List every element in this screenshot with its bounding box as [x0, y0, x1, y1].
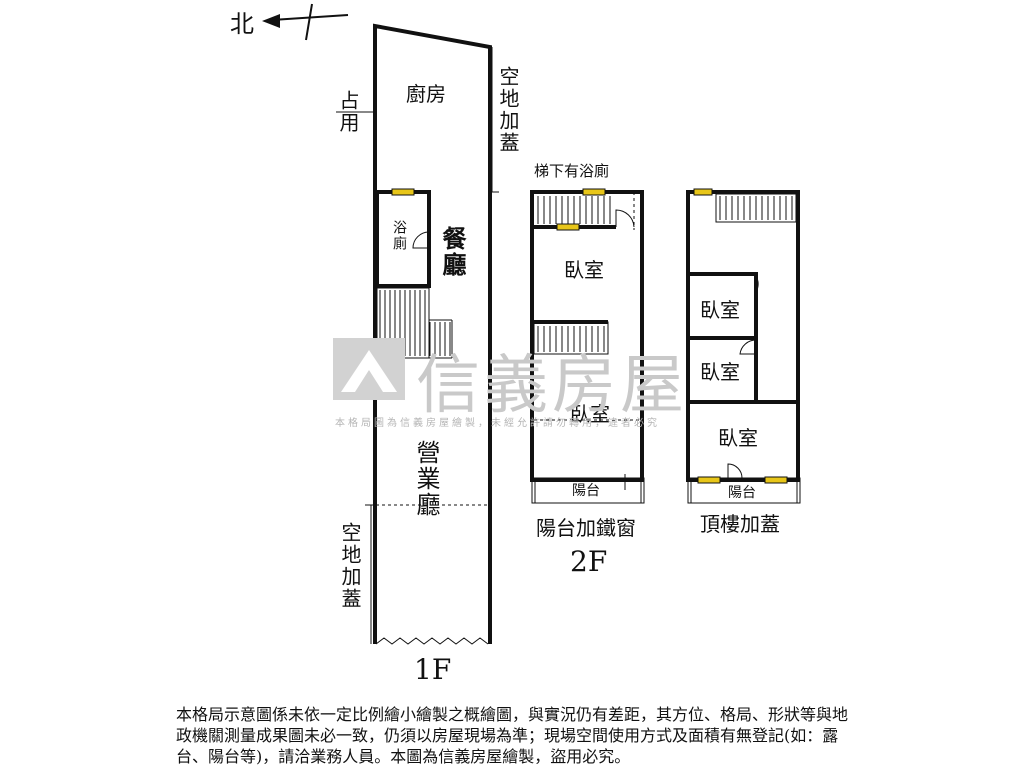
roof-stairs [719, 196, 793, 220]
floor2-balcony-label: 陽台 [572, 483, 600, 499]
bath-under-stairs-label: 梯下有浴廁 [534, 162, 610, 180]
open-space-addition-top-label: 空地加蓋 [496, 66, 520, 154]
floor1-label: 1F [414, 653, 452, 686]
occupied-label: 占用 [336, 90, 360, 134]
dining-label: 餐廳 [438, 226, 467, 278]
balcony-iron-window-label: 陽台加鐵窗 [536, 516, 636, 540]
floor1-window [391, 188, 415, 196]
rooftop-addition-label: 頂樓加蓋 [700, 512, 780, 536]
disclaimer-text: 本格局示意圖係未依一定比例繪小繪製之概繪圖，與實況仍有差距，其方位、格局、形狀等… [176, 705, 849, 766]
open-space-addition-bottom-label: 空地加蓋 [338, 522, 362, 610]
watermark-logo-icon [333, 338, 405, 400]
floor2-label: 2F [570, 545, 608, 578]
kitchen-label: 廚房 [406, 82, 446, 106]
floor2-stairs [537, 196, 611, 352]
bathroom-label: 浴廁 [391, 220, 407, 252]
north-arrow-icon [262, 3, 349, 41]
roof-bedroom-2-label: 臥室 [700, 360, 740, 384]
roof-bedroom-3-label: 臥室 [718, 426, 758, 450]
business-hall-label: 營業廳 [412, 440, 440, 518]
north-label: 北 [230, 10, 254, 38]
roof-window-top [693, 188, 713, 196]
roof-bedroom-1-label: 臥室 [700, 298, 740, 322]
floor2-bedroom-2-label: 臥室 [570, 402, 610, 426]
roof-plan [686, 190, 801, 504]
watermark-brand: 信義房屋 [416, 349, 688, 423]
floor2-window-top [582, 188, 606, 196]
roof-window-left [697, 476, 721, 484]
floor1-plan [336, 23, 499, 645]
roof-window-right [764, 476, 788, 484]
roof-balcony-label: 陽台 [728, 485, 756, 501]
watermark-notice: 本格局圖為信義房屋繪製，未經允許請勿轉用，違者必究 [335, 418, 660, 429]
floor2-window-inner [556, 223, 580, 231]
floor2-bedroom-1-label: 臥室 [564, 258, 604, 282]
